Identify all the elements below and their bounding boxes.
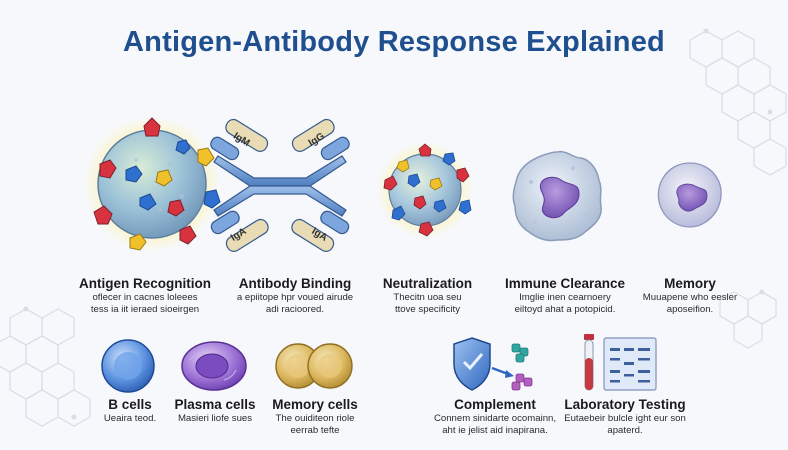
memory-cells-icon	[275, 343, 353, 389]
antibody-icon: IgM IgG IgA IgA	[210, 118, 350, 252]
lab-test-icon	[584, 334, 657, 391]
page-title: Antigen-Antibody Response Explained	[123, 26, 665, 58]
complement-shield-icon	[453, 337, 533, 391]
b-cells-label: B cells	[108, 397, 152, 412]
complement-caption: Connem sinidarte ocomainn,aht ie jelist …	[433, 413, 557, 436]
plasma-cell-icon	[181, 341, 247, 391]
antigen-recognition-label: Antigen Recognition	[79, 276, 211, 291]
b-cell-icon	[101, 339, 155, 393]
memory-label: Memory	[664, 276, 716, 291]
neutralized-virus-icon	[377, 142, 473, 238]
neutralization-label: Neutralization	[382, 276, 473, 291]
laboratory-testing-label: Laboratory Testing	[564, 397, 686, 412]
macrophage-icon	[512, 150, 602, 242]
antibody-binding-label: Antibody Binding	[238, 276, 352, 291]
antigen-virus-icon	[84, 116, 221, 252]
complement-label: Complement	[454, 397, 536, 412]
plasma-cells-label: Plasma cells	[174, 397, 256, 412]
immune-clearance-label: Immune Clearance	[504, 276, 626, 291]
b-cells-caption: Ueaira teod.	[103, 413, 157, 424]
plasma-cells-caption: Masieri liofe sues	[177, 413, 253, 424]
memory-cells-label: Memory cells	[272, 397, 358, 412]
memory-cell-icon	[657, 162, 722, 228]
